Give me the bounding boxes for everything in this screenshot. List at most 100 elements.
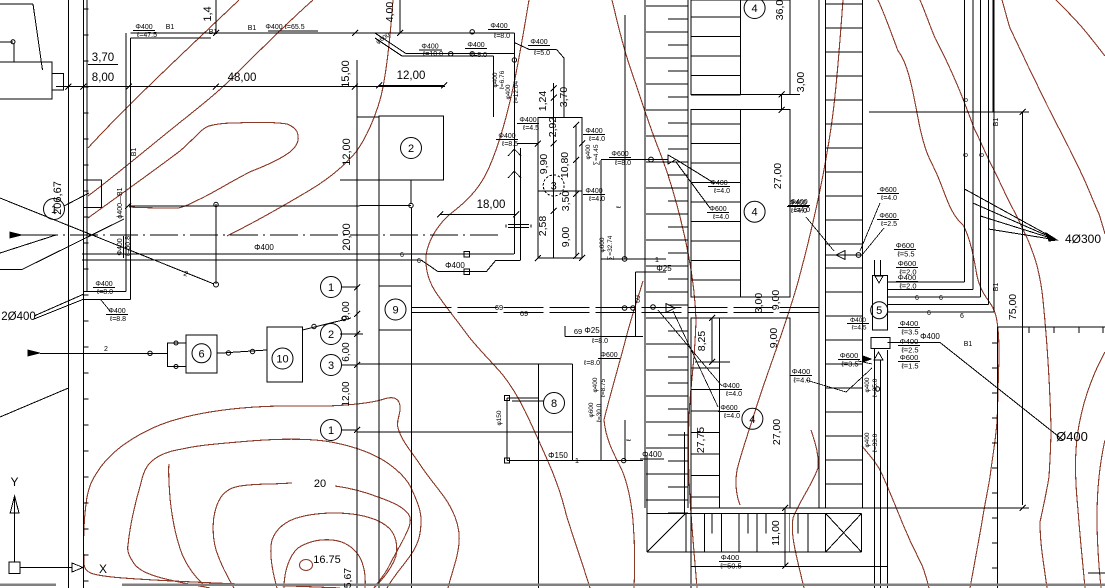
svg-text:ℓ=12.04: ℓ=12.04 — [513, 81, 520, 104]
svg-text:3,00: 3,00 — [753, 293, 765, 314]
svg-text:8,00: 8,00 — [92, 72, 114, 84]
svg-text:11,00: 11,00 — [770, 520, 782, 546]
svg-text:4: 4 — [752, 3, 758, 15]
svg-text:4,00: 4,00 — [384, 2, 396, 23]
svg-text:12,00: 12,00 — [397, 70, 426, 82]
svg-text:20: 20 — [314, 478, 326, 490]
svg-text:9,00: 9,00 — [770, 290, 782, 311]
svg-text:4Ø300: 4Ø300 — [1065, 232, 1101, 246]
svg-text:9: 9 — [392, 304, 398, 316]
svg-text:Φ600: Φ600 — [611, 151, 628, 158]
svg-text:Φ400: Φ400 — [95, 281, 112, 288]
svg-text:φ400: φ400 — [864, 432, 871, 447]
svg-text:B1: B1 — [993, 118, 1000, 127]
svg-text:69: 69 — [495, 303, 503, 312]
svg-text:4: 4 — [749, 414, 755, 426]
svg-text:ℓ=6.76: ℓ=6.76 — [499, 70, 506, 89]
svg-text:ℓ=2.0: ℓ=2.0 — [898, 282, 916, 291]
svg-text:ℓ=2.5: ℓ=2.5 — [880, 221, 897, 228]
svg-text:φ400: φ400 — [585, 144, 592, 159]
svg-text:φ150: φ150 — [496, 410, 503, 425]
svg-text:ℓ=8.5: ℓ=8.5 — [501, 141, 518, 148]
svg-text:27,75: 27,75 — [695, 427, 707, 453]
svg-text:B1: B1 — [131, 148, 138, 157]
svg-text:Φ400: Φ400 — [467, 42, 484, 49]
svg-text:ℓ=4.0: ℓ=4.0 — [725, 391, 742, 398]
svg-text:ℓ=8.0: ℓ=8.0 — [583, 360, 600, 367]
svg-text:Φ400: Φ400 — [898, 273, 917, 282]
svg-text:12,00: 12,00 — [341, 381, 352, 406]
svg-text:6: 6 — [939, 295, 943, 302]
svg-text:27,00: 27,00 — [772, 163, 784, 189]
svg-text:B1: B1 — [964, 341, 973, 348]
svg-text:Φ600: Φ600 — [879, 187, 896, 194]
svg-text:Φ600: Φ600 — [720, 405, 737, 412]
svg-text:48,00: 48,00 — [228, 72, 257, 84]
svg-text:Φ400: Φ400 — [519, 117, 536, 124]
svg-text:Φ400: Φ400 — [498, 133, 515, 140]
svg-text:ℓ=5.0: ℓ=5.0 — [533, 50, 550, 57]
svg-text:ℓ=3.5: ℓ=3.5 — [900, 328, 918, 337]
svg-text:ℓ=8.0: ℓ=8.0 — [591, 338, 608, 345]
svg-text:1: 1 — [655, 255, 659, 264]
svg-text:206,67: 206,67 — [52, 181, 64, 215]
svg-text:6: 6 — [963, 98, 970, 102]
svg-text:1: 1 — [575, 456, 579, 465]
svg-text:4: 4 — [752, 207, 758, 219]
svg-text:9,90: 9,90 — [538, 154, 550, 175]
svg-text:Φ25: Φ25 — [584, 326, 600, 335]
svg-text:φ600: φ600 — [588, 402, 595, 417]
svg-text:1,4: 1,4 — [202, 6, 214, 21]
svg-text:Φ400: Φ400 — [117, 238, 124, 255]
svg-text:3,70: 3,70 — [558, 87, 570, 108]
svg-text:φ400: φ400 — [505, 84, 512, 99]
svg-text:ℓ=4.0: ℓ=4.0 — [793, 207, 810, 214]
svg-text:ℓ=4.0: ℓ=4.0 — [790, 208, 807, 215]
svg-text:Φ400: Φ400 — [900, 319, 919, 328]
svg-text:ℓ=47.5: ℓ=47.5 — [136, 32, 157, 39]
svg-text:ℓ=5.5: ℓ=5.5 — [896, 250, 914, 259]
svg-text:Φ400: Φ400 — [789, 200, 806, 207]
svg-text:2Ø400: 2Ø400 — [1, 311, 36, 323]
svg-text:ℓ: ℓ — [626, 438, 633, 442]
svg-text:6,00: 6,00 — [341, 342, 352, 362]
svg-text:Φ600: Φ600 — [898, 259, 917, 268]
svg-text:ℓ=1.5: ℓ=1.5 — [900, 362, 918, 371]
svg-text:Φ600: Φ600 — [900, 353, 919, 362]
svg-text:φ400: φ400 — [592, 377, 599, 392]
svg-text:1,24: 1,24 — [537, 91, 549, 112]
svg-text:Φ400: Φ400 — [108, 308, 125, 315]
svg-text:ℓ=10.0: ℓ=10.0 — [422, 51, 443, 58]
svg-text:6: 6 — [198, 348, 204, 360]
svg-text:ℓ=30.0: ℓ=30.0 — [596, 403, 603, 422]
svg-text:2: 2 — [328, 329, 334, 341]
svg-text:10: 10 — [276, 353, 288, 365]
svg-text:Φ400: Φ400 — [722, 383, 739, 390]
svg-text:ℓ=8.75: ℓ=8.75 — [600, 378, 607, 397]
svg-text:B1: B1 — [248, 25, 257, 32]
svg-text:Φ600: Φ600 — [600, 352, 617, 359]
svg-text:ℓ=33.0: ℓ=33.0 — [872, 433, 879, 452]
svg-text:Ø400: Ø400 — [1056, 429, 1088, 444]
svg-text:6: 6 — [979, 153, 986, 157]
svg-text:20,00: 20,00 — [341, 223, 353, 251]
svg-text:1: 1 — [328, 425, 334, 437]
svg-text:6: 6 — [927, 310, 931, 317]
svg-text:Φ600: Φ600 — [840, 351, 859, 360]
svg-text:15,00: 15,00 — [340, 60, 352, 88]
svg-text:Φ400: Φ400 — [920, 332, 940, 341]
svg-text:φ400: φ400 — [864, 377, 871, 392]
svg-text:ℓ=2.0: ℓ=2.0 — [898, 268, 916, 277]
svg-text:27,00: 27,00 — [771, 419, 783, 445]
svg-text:ℓ=4.0: ℓ=4.0 — [723, 413, 740, 420]
svg-text:8,25: 8,25 — [696, 331, 708, 352]
svg-text:6: 6 — [915, 295, 919, 302]
svg-text:φ400: φ400 — [492, 72, 499, 87]
svg-text:69: 69 — [520, 309, 528, 318]
svg-text:ℓ=4.0: ℓ=4.0 — [792, 376, 810, 385]
svg-text:Φ400: Φ400 — [421, 44, 438, 51]
svg-text:ℓ=4.0: ℓ=4.0 — [880, 195, 897, 202]
svg-text:Φ400 ℓ=65.5: Φ400 ℓ=65.5 — [265, 24, 304, 31]
svg-text:69: 69 — [635, 295, 642, 303]
svg-text:6: 6 — [400, 252, 404, 259]
